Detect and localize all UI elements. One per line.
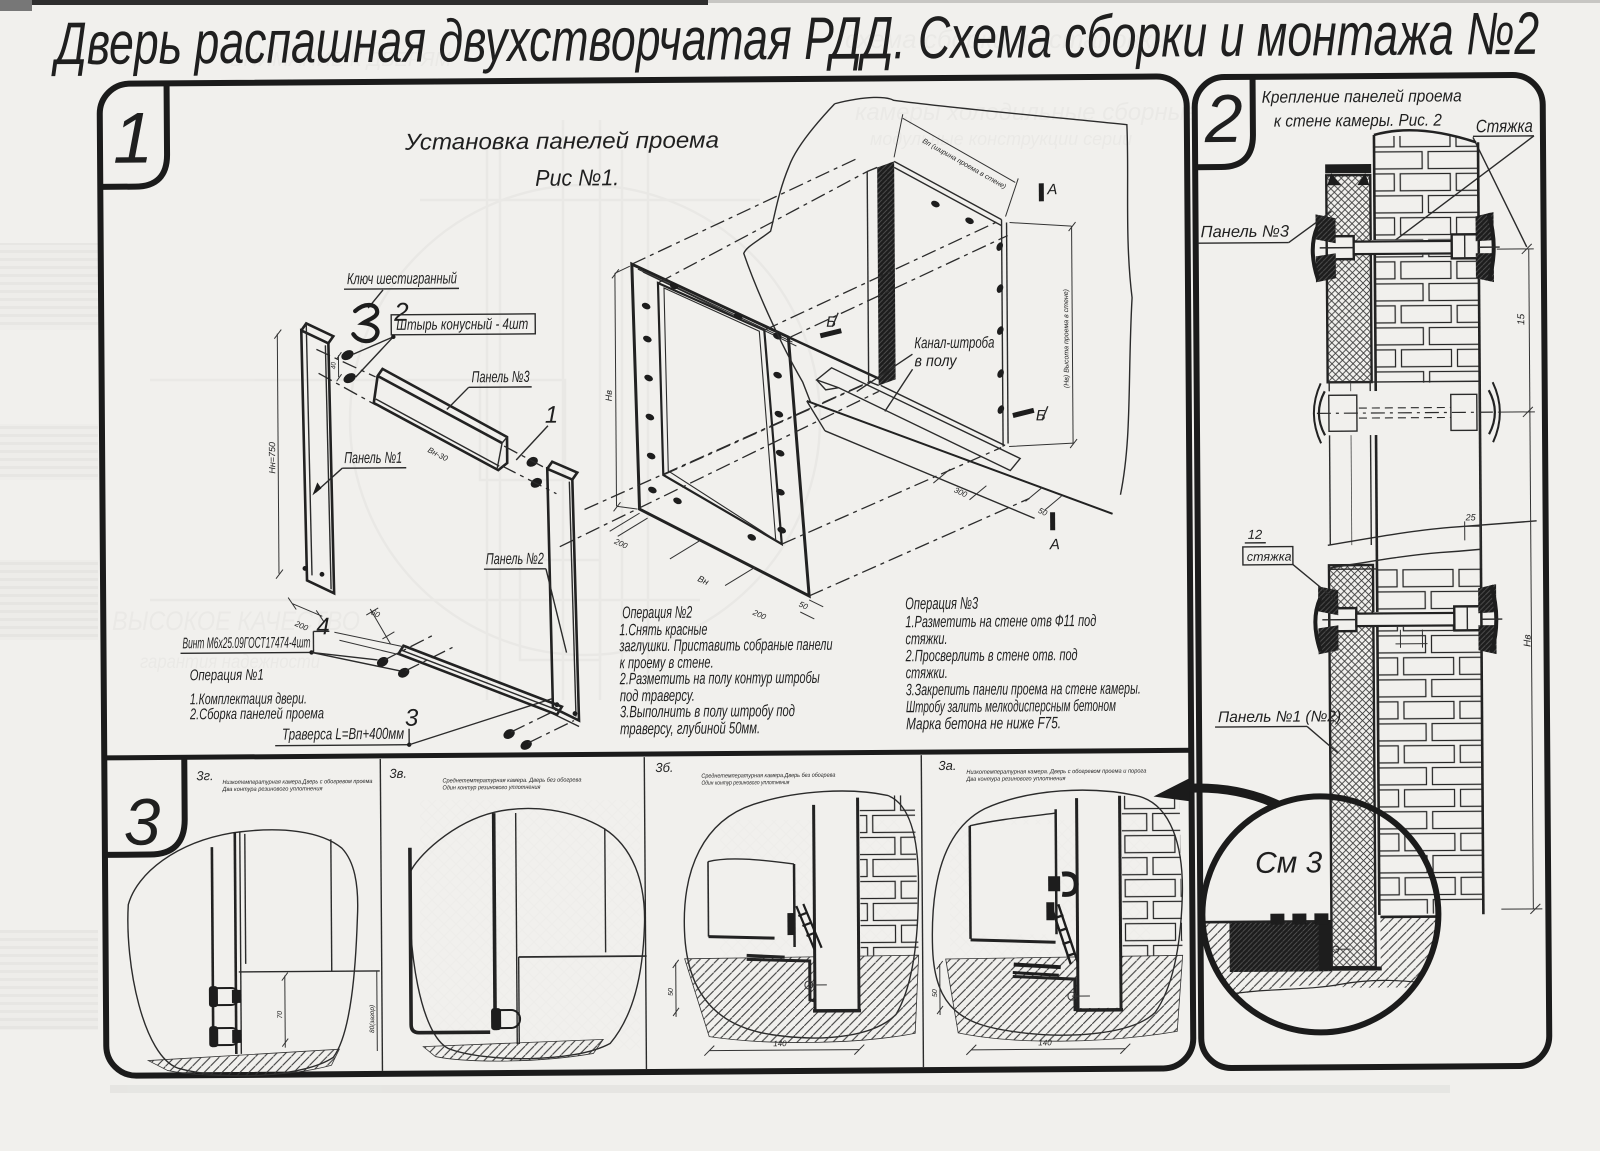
svg-text:Штробу залить мелкодисперсным: Штробу залить мелкодисперсным бетоном [906, 697, 1116, 716]
svg-text:Операция №1: Операция №1 [190, 667, 264, 685]
svg-text:3.Закрепить панели проема на с: 3.Закрепить панели проема на стене камер… [906, 680, 1141, 700]
svg-text:1.Разметить на стене отв Ф11 п: 1.Разметить на стене отв Ф11 под [905, 612, 1096, 631]
svg-text:12: 12 [1248, 527, 1263, 542]
svg-text:Среднетемпературная камера.Две: Среднетемпературная камера.Дверь без обо… [701, 773, 836, 780]
svg-text:15: 15 [1516, 313, 1527, 325]
svg-text:гарантия надежности: гарантия надежности [140, 652, 320, 673]
svg-text:2: 2 [1204, 81, 1243, 157]
svg-text:А: А [1046, 181, 1057, 198]
svg-text:Рис №1.: Рис №1. [535, 164, 619, 191]
svg-text:1.Снять красные: 1.Снять красные [619, 621, 707, 640]
svg-text:2: 2 [393, 297, 409, 327]
svg-text:Нв: Нв [1522, 634, 1533, 647]
svg-text:1.Комплектация двери.: 1.Комплектация двери. [190, 690, 307, 708]
svg-text:3: 3 [405, 705, 419, 732]
svg-text:3в.: 3в. [389, 766, 407, 781]
svg-text:Канал-штроба: Канал-штроба [914, 335, 994, 353]
svg-text:траверсу, глубиной 50мм.: траверсу, глубиной 50мм. [620, 719, 760, 738]
svg-text:Дверь распашная двухстворчатая: Дверь распашная двухстворчатая РДД. Схем… [51, 0, 1540, 77]
svg-text:Один контур резинового уплотне: Один контур резинового уплотнения [442, 785, 541, 792]
svg-text:25: 25 [1465, 512, 1477, 522]
svg-text:1: 1 [113, 99, 154, 179]
svg-text:Панель №3: Панель №3 [1201, 223, 1290, 242]
svg-text:к стене камеры. Рис. 2: к стене камеры. Рис. 2 [1274, 111, 1443, 131]
svg-text:Вн: Вн [696, 573, 710, 587]
svg-text:70: 70 [277, 1011, 284, 1019]
svg-text:50: 50 [797, 600, 809, 612]
svg-text:3: 3 [123, 784, 161, 858]
svg-text:заглушки. Приставить собраные: заглушки. Приставить собраные панели [619, 636, 833, 655]
svg-text:под траверсу.: под траверсу. [620, 687, 695, 706]
svg-text:Панель №2: Панель №2 [486, 551, 544, 568]
svg-text:50: 50 [668, 988, 675, 996]
svg-text:1: 1 [545, 402, 559, 429]
svg-text:Панель №1 (№2): Панель №1 (№2) [1218, 708, 1341, 726]
svg-text:Б: Б [826, 314, 836, 331]
svg-text:к проему в стене.: к проему в стене. [620, 654, 714, 673]
svg-text:3б.: 3б. [655, 760, 673, 775]
svg-text:60: 60 [369, 608, 381, 620]
svg-text:Панель №1: Панель №1 [344, 450, 402, 467]
svg-text:Два контура резинового уплотне: Два контура резинового уплотнения [965, 776, 1066, 783]
svg-text:3.Выполнить в полу штробу под: 3.Выполнить в полу штробу под [620, 702, 795, 721]
svg-text:Б: Б [1036, 407, 1046, 424]
svg-text:Hв: Hв [604, 390, 614, 402]
svg-text:стяжки.: стяжки. [905, 630, 947, 648]
svg-text:стяжки.: стяжки. [906, 664, 948, 682]
svg-text:Низкотемпературная камера.Двер: Низкотемпературная камера.Дверь с обогре… [222, 779, 373, 786]
svg-text:2.Разметить на полу контур штр: 2.Разметить на полу контур штробы [619, 669, 820, 688]
svg-text:Операция №3: Операция №3 [905, 594, 978, 614]
svg-text:камеры холодильные сборные: камеры холодильные сборные [855, 99, 1199, 126]
svg-text:80(зазор): 80(зазор) [369, 1005, 376, 1033]
svg-text:См 3: См 3 [1255, 846, 1323, 879]
svg-text:140: 140 [1038, 1038, 1052, 1047]
svg-text:Установка панелей проема: Установка панелей проема [404, 127, 719, 155]
svg-text:Марка бетона не ниже F75.: Марка бетона не ниже F75. [906, 714, 1061, 733]
svg-text:Hн=750: Hн=750 [267, 442, 277, 474]
svg-text:А: А [1049, 536, 1060, 553]
svg-text:(Нв) Высота проема в стене): (Нв) Высота проема в стене) [1063, 289, 1071, 388]
svg-text:Ключ шестигранный: Ключ шестигранный [347, 270, 457, 288]
svg-text:схема сборки и установки: схема сборки и установки [845, 24, 1167, 54]
svg-text:Панель №3: Панель №3 [472, 369, 530, 386]
svg-text:3а.: 3а. [938, 758, 956, 773]
svg-text:Стяжка: Стяжка [1476, 116, 1533, 136]
svg-text:Крепление панелей проема: Крепление панелей проема [1262, 86, 1462, 106]
svg-text:Винт М6х25.09ГОСТ17474-4шт: Винт М6х25.09ГОСТ17474-4шт [182, 634, 310, 652]
svg-text:Штырь конусный - 4шт: Штырь конусный - 4шт [396, 316, 528, 334]
svg-text:40: 40 [330, 362, 337, 370]
svg-text:Два контура резинового уплотне: Два контура резинового уплотнения [222, 786, 324, 793]
svg-text:Траверса L=Вп+400мм: Траверса L=Вп+400мм [282, 726, 404, 744]
svg-text:в полу: в полу [914, 353, 957, 370]
svg-text:2.Сборка панелей проема: 2.Сборка панелей проема [189, 705, 324, 723]
svg-text:модульные конструкции серии: модульные конструкции серии [870, 129, 1132, 149]
svg-text:3г.: 3г. [196, 768, 213, 783]
svg-text:2.Просверлить в стене отв. по: 2.Просверлить в стене отв. под [905, 646, 1078, 665]
svg-text:Операция №2: Операция №2 [622, 603, 692, 622]
svg-text:50: 50 [932, 989, 939, 997]
svg-text:140: 140 [773, 1039, 787, 1048]
svg-text:4: 4 [316, 613, 330, 640]
svg-text:Один контур резинового уплотне: Один контур резинового уплотнения [701, 780, 790, 787]
svg-text:стяжка: стяжка [1247, 550, 1292, 564]
svg-text:Низкотемпературная камера. Две: Низкотемпературная камера. Дверь с обогр… [966, 769, 1147, 776]
svg-text:50: 50 [1037, 506, 1049, 518]
svg-text:Среднетемпературная камера. Дв: Среднетемпературная камера. Дверь без об… [442, 778, 582, 785]
svg-text:ВНИМАНИЕ К ДВЕРЯМ: ВНИМАНИЕ К ДВЕРЯМ [230, 49, 452, 71]
